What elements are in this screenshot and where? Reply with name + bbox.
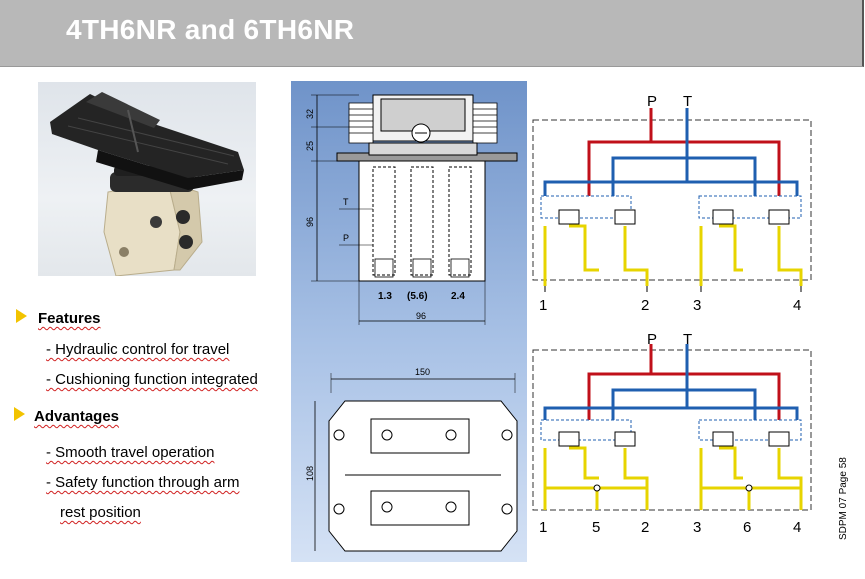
page-label: SDPM 07 Page 58 xyxy=(838,457,849,540)
schematic-bottom-out-4: 4 xyxy=(793,519,801,536)
schematic-bottom-port-t: T xyxy=(683,331,692,348)
features-item-2: - Cushioning function integrated xyxy=(46,371,258,388)
dim-1-3: 1.3 xyxy=(378,291,392,302)
features-item-1: - Hydraulic control for travel xyxy=(46,341,230,358)
schematic-top-port-p: P xyxy=(647,93,657,110)
dim-96-width: 96 xyxy=(416,311,426,321)
schematic-top-port-t: T xyxy=(683,93,692,110)
schematic-top-out-2: 2 xyxy=(641,297,649,314)
dim-25: 25 xyxy=(305,141,315,151)
dim-5-6: (5.6) xyxy=(407,291,428,302)
dim-2-4: 2.4 xyxy=(451,291,465,302)
schematic-bottom-out-2: 2 xyxy=(641,519,649,536)
schematic-top-out-1: 1 xyxy=(539,297,547,314)
advantages-bullet-icon xyxy=(14,407,25,421)
port-p-label: P xyxy=(343,233,349,243)
schematic-top-out-4: 4 xyxy=(793,297,801,314)
foot-pedal-valve-photo xyxy=(38,82,256,277)
advantages-item-2: - Safety function through arm xyxy=(46,474,240,491)
features-heading: Features xyxy=(38,310,101,327)
dimension-drawing: 32 25 96 T P 1.3 (5.6) 2.4 96 150 108 xyxy=(305,94,518,552)
hydraulic-schematics: P T 1 2 3 xyxy=(532,93,812,536)
advantages-heading: Advantages xyxy=(34,408,120,425)
dim-108: 108 xyxy=(305,466,315,481)
schematic-bottom-out-3: 3 xyxy=(693,519,701,536)
page-title: 4TH6NR and 6TH6NR xyxy=(66,14,355,45)
schematic-bottom: P T 1 5 2 3 6 4 xyxy=(532,331,812,536)
title-bar: 4TH6NR and 6TH6NR xyxy=(0,0,864,67)
schematic-bottom-port-p: P xyxy=(647,331,657,348)
advantages-item-3: rest position xyxy=(60,504,141,521)
schematic-bottom-out-5: 5 xyxy=(592,519,600,536)
schematic-bottom-out-6: 6 xyxy=(743,519,751,536)
features-bullet-icon xyxy=(16,309,27,323)
dim-150: 150 xyxy=(415,367,430,377)
schematic-bottom-out-1: 1 xyxy=(539,519,547,536)
dim-32: 32 xyxy=(305,109,315,119)
schematic-top-out-3: 3 xyxy=(693,297,701,314)
port-t-label: T xyxy=(343,197,349,207)
advantages-item-1: - Smooth travel operation xyxy=(46,444,215,461)
schematic-top: P T 1 2 3 xyxy=(532,93,812,314)
dim-96-side: 96 xyxy=(305,217,315,227)
